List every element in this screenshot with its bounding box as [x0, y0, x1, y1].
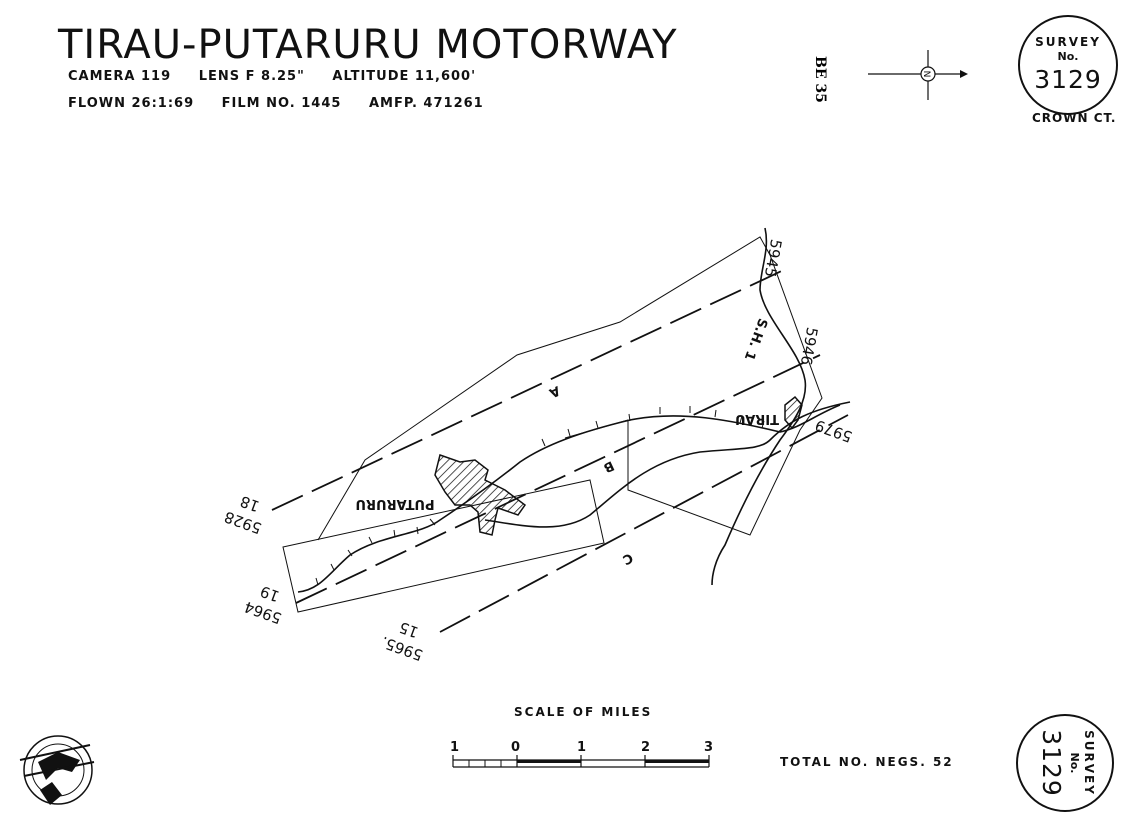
film-text: FILM NO. 1445 — [221, 96, 342, 111]
flown-text: FLOWN 26:1:69 — [68, 96, 195, 111]
coverage-boundary-upper — [317, 236, 823, 541]
tirau-town-area — [784, 395, 803, 430]
railway-line — [297, 404, 841, 593]
scale-tick-minus1: 1 — [450, 740, 460, 755]
survey-seal-top: SURVEY No. 3129 — [1018, 15, 1118, 115]
nz-aerial-mapping-logo — [19, 735, 95, 805]
photo-number-5979-text: 5979 — [813, 416, 855, 446]
river-line — [484, 401, 851, 528]
photo-number-5964: 5964 19 — [242, 582, 284, 628]
crown-ct-label: CROWN CT. — [1032, 111, 1117, 125]
photo-number-5945: 5945 — [761, 238, 785, 279]
scale-title: SCALE OF MILES — [514, 705, 653, 719]
photo-sheet-15-text: 15 — [397, 618, 421, 641]
flight-run-c — [439, 414, 849, 633]
survey-number-bottom: 3129 — [1037, 729, 1066, 797]
survey-number: 3129 — [1034, 65, 1102, 94]
scale-tick-3: 3 — [704, 740, 714, 755]
altitude-text: ALTITUDE 11,600' — [332, 69, 477, 84]
putaruru-label: PUTARURU — [355, 496, 434, 511]
camera-text: CAMERA 119 — [68, 69, 172, 84]
photo-number-5946: 5946 — [797, 326, 821, 367]
putaruru-town-area — [434, 454, 527, 536]
survey-label-bottom: SURVEY — [1082, 730, 1096, 796]
compass-n-label: N — [921, 71, 931, 78]
photo-number-5965: 5965. 15 — [379, 618, 426, 664]
camera-info-row: CAMERA 119 LENS F 8.25" ALTITUDE 11,600' — [68, 69, 498, 84]
photo-number-5945-text: 5945 — [761, 238, 785, 279]
map-title: TIRAU-PUTARURU MOTORWAY — [58, 22, 678, 68]
flight-run-b — [295, 354, 821, 604]
photo-number-5946-text: 5946 — [797, 326, 821, 367]
survey-label: SURVEY — [1035, 35, 1101, 49]
flight-info-row: FLOWN 26:1:69 FILM NO. 1445 AMFP. 471261 — [68, 96, 506, 111]
railway-ticks — [315, 406, 765, 586]
scale-bar — [452, 755, 710, 768]
run-c-label: C — [620, 549, 635, 567]
flight-run-a — [271, 267, 789, 511]
sh1-label: S.H. 1 — [741, 316, 770, 362]
compass-icon: N — [868, 50, 968, 100]
photo-sheet-18-text: 18 — [238, 492, 262, 515]
photo-number-5979: 5979 — [813, 416, 855, 446]
survey-no-label-bottom: No. — [1068, 752, 1081, 774]
scale-tick-1: 1 — [577, 740, 587, 755]
scale-tick-0: 0 — [511, 740, 521, 755]
coverage-boundary-lower — [282, 479, 605, 613]
tirau-label: TIRAU — [735, 411, 779, 426]
total-negs-label: TOTAL NO. NEGS. 52 — [780, 755, 954, 769]
lens-text: LENS F 8.25" — [198, 69, 305, 84]
photo-sheet-19-text: 19 — [258, 582, 282, 605]
amfp-text: AMFP. 471261 — [368, 96, 484, 111]
scale-tick-2: 2 — [641, 740, 651, 755]
survey-seal-bottom-rotated: SURVEY No. 3129 — [1018, 716, 1112, 810]
survey-no-label: No. — [1057, 50, 1079, 63]
survey-seal-bottom: SURVEY No. 3129 — [1016, 714, 1114, 812]
photo-number-5928: 5928 18 — [222, 492, 264, 538]
run-a-label: A — [547, 382, 562, 400]
run-b-label: B — [601, 457, 616, 475]
